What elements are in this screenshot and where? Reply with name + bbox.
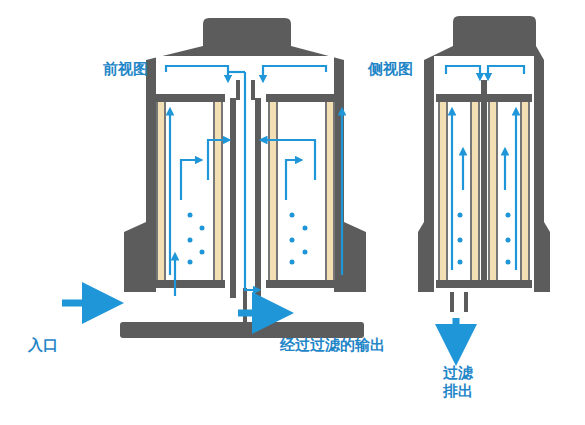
side-housing (418, 16, 550, 312)
front-housing (124, 18, 366, 292)
water-drops (188, 213, 308, 265)
flow-arrows (166, 66, 342, 296)
side-water-drops (458, 213, 511, 265)
view-label: 入口 (28, 336, 58, 354)
view-label: 前视图 (103, 60, 148, 78)
view-label: 侧视图 (368, 60, 413, 78)
side-cartridge (436, 80, 532, 288)
view-label: 经过过滤的输出 (280, 336, 385, 354)
view-label: 过滤 排出 (443, 364, 475, 400)
inlet-arrow (62, 300, 110, 307)
side-flow-arrows (446, 66, 524, 270)
outlet-arrow (238, 310, 280, 317)
drain-arrow (453, 318, 460, 352)
base-plate (120, 322, 364, 338)
